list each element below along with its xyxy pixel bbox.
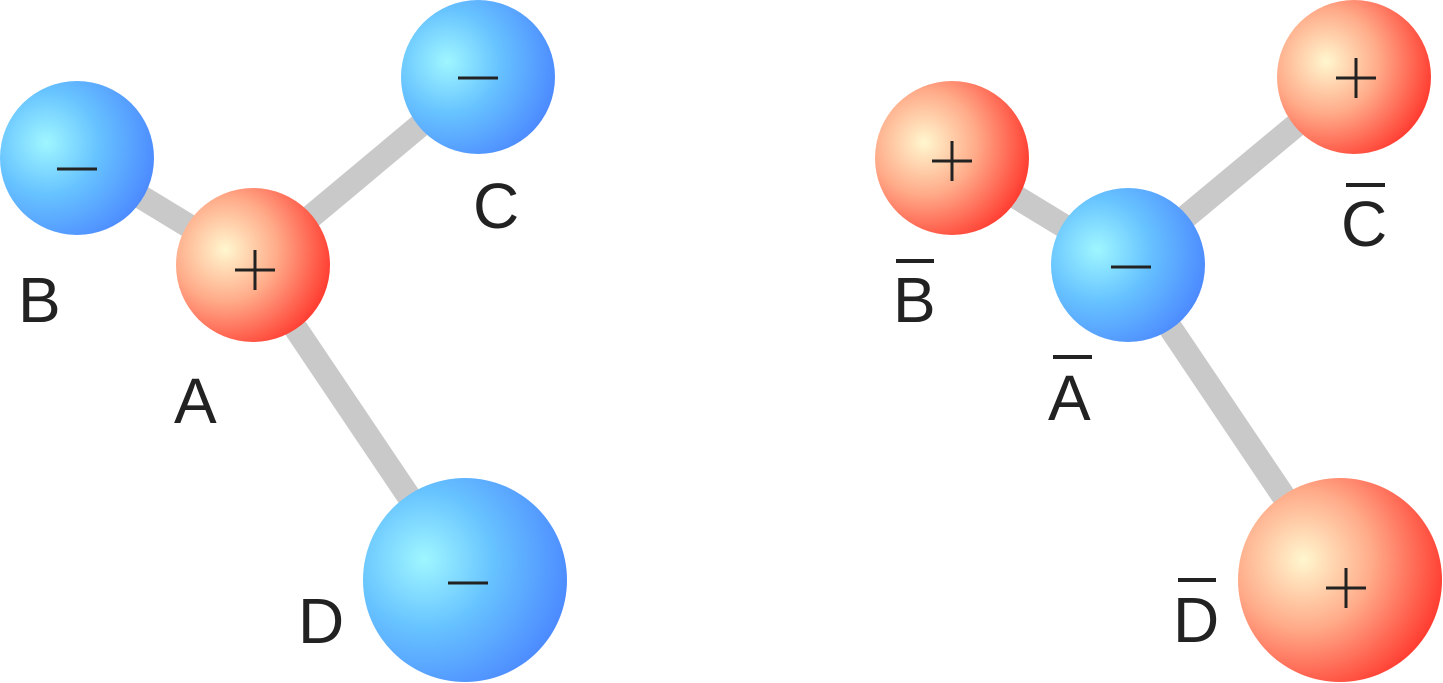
label-d-bar: D	[1173, 584, 1219, 656]
atom-b	[0, 81, 154, 235]
label-a-bar: A	[1048, 362, 1091, 434]
atom-b-sphere	[0, 81, 154, 235]
atom-a-bar-sphere	[1051, 188, 1205, 342]
atom-a-bar	[1051, 188, 1205, 342]
label-a: A	[174, 365, 217, 437]
label-b: B	[18, 264, 61, 336]
atom-c	[401, 0, 555, 154]
atom-a-sphere	[176, 188, 330, 342]
atom-c-bar	[1277, 0, 1431, 154]
atom-d-bar	[1238, 478, 1442, 682]
molecule-original: B C A D	[0, 0, 567, 682]
atom-d	[363, 478, 567, 682]
molecule-conjugate: B C A D	[875, 0, 1442, 682]
atom-d-sphere	[363, 478, 567, 682]
atom-a	[176, 188, 330, 342]
label-c-bar: C	[1341, 188, 1387, 260]
label-d: D	[298, 585, 344, 657]
label-b-bar: B	[893, 264, 936, 336]
atom-b-bar	[875, 81, 1029, 235]
label-c: C	[473, 170, 519, 242]
atom-d-bar-sphere	[1238, 478, 1442, 682]
